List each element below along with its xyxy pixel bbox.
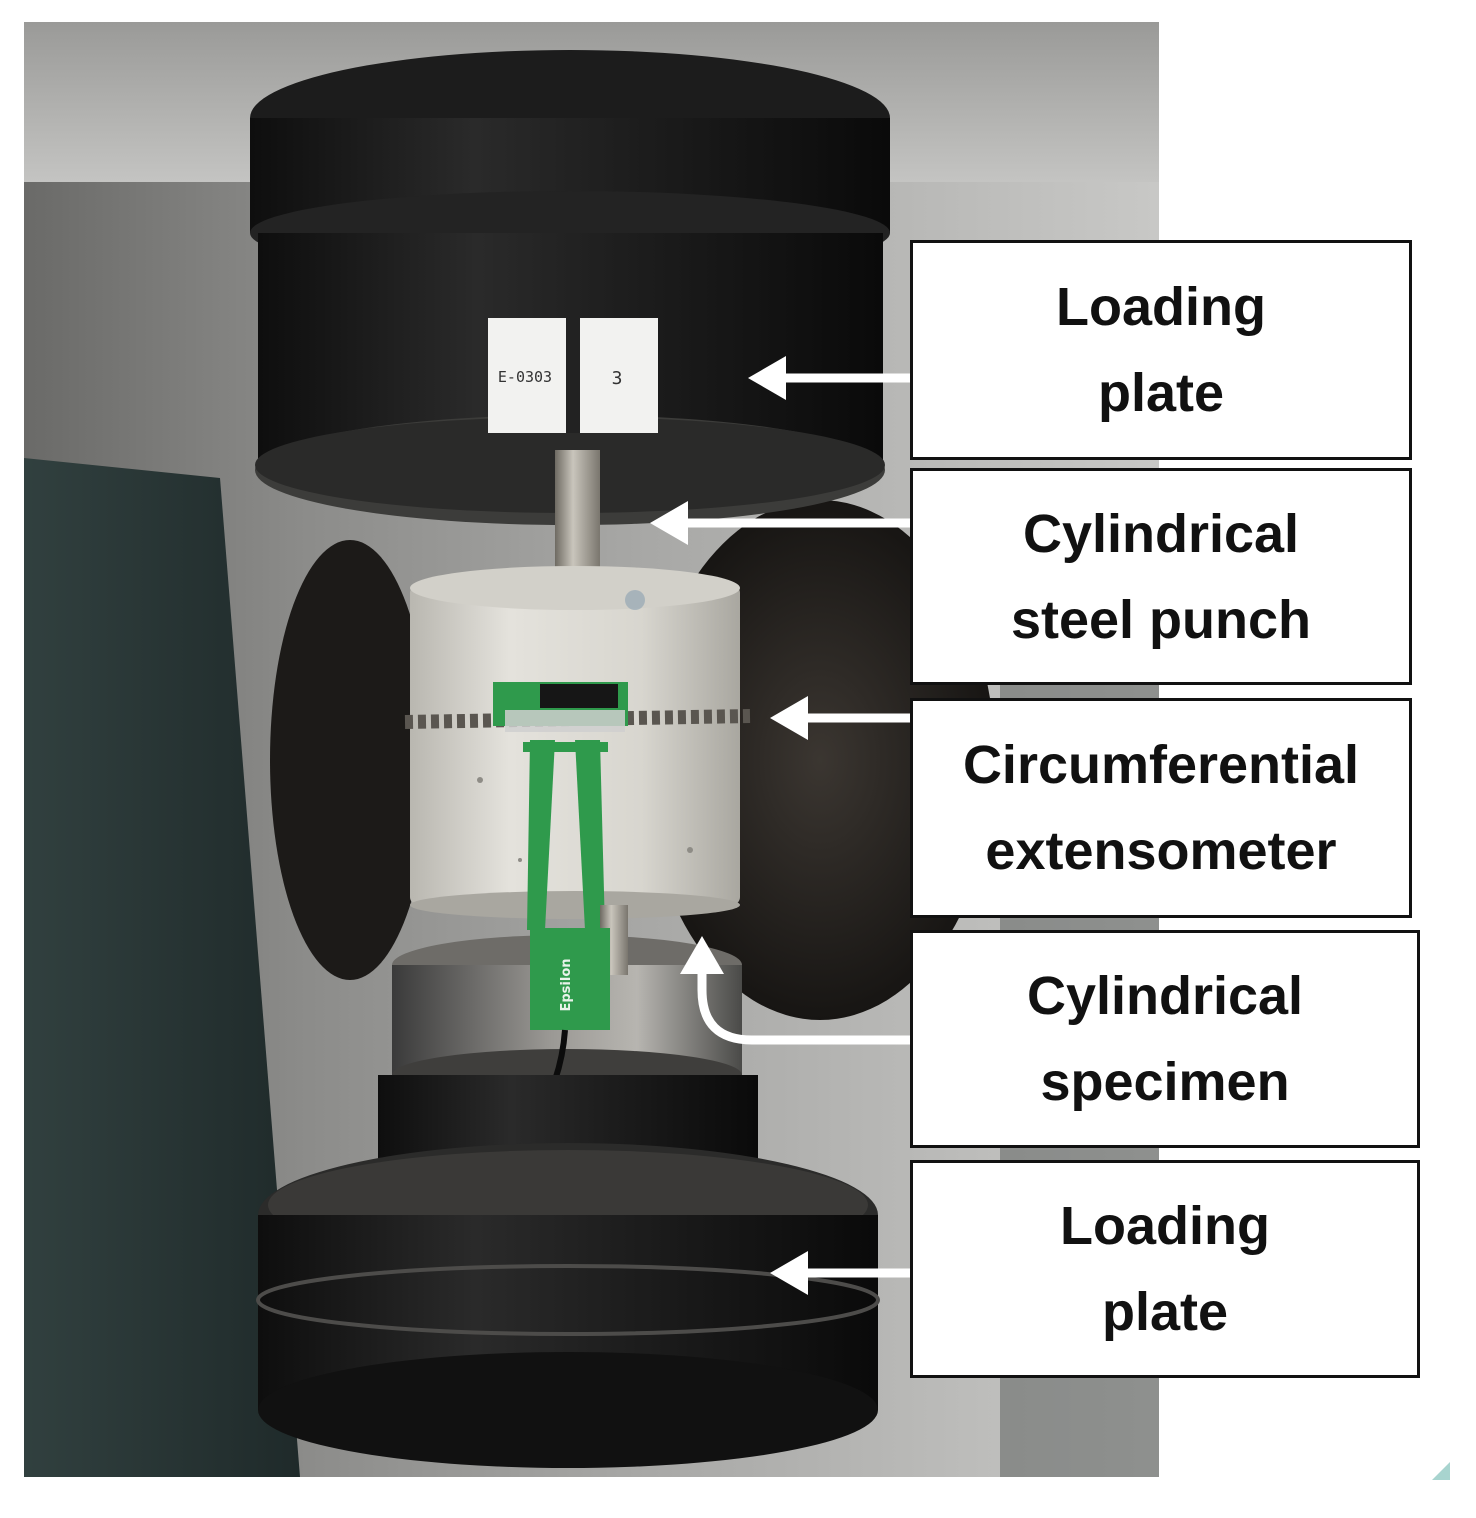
specimen-top-face [410,566,740,610]
cable-bundle-left [270,540,430,980]
label-circumferential-extensometer: Circumferential extensometer [910,698,1412,918]
lower-plate-groove [256,1264,880,1336]
label-cylindrical-specimen: Cylindrical specimen [910,930,1420,1148]
arrow-head-extensometer [770,696,808,740]
label-text: Circumferential extensometer [962,735,1360,881]
extensometer-display [540,684,618,708]
arrow-head-specimen [680,936,724,974]
arrow-head-loading-plate-top [748,356,786,400]
label-loading-plate-bottom: Loading plate [910,1160,1420,1378]
label-loading-plate-top: Loading plate [910,240,1412,460]
arrow-specimen [697,968,910,1045]
label-text: Loading plate [1060,1196,1270,1342]
lower-plate-base [258,1352,878,1468]
specimen-pore [518,858,522,862]
specimen-blue-mark [625,590,645,610]
cabinet-left-panel [24,458,300,1477]
specimen-bottom-edge [410,891,740,919]
corner-mark [1432,1462,1450,1480]
specimen-pore [687,847,693,853]
arrow-head-loading-plate-bottom [770,1251,808,1295]
plate-tag-right-text: 3 [612,368,623,389]
arrow-head-steel-punch [650,501,688,545]
extensometer-arm-right [575,740,605,930]
extensometer-arm-bridge [523,742,608,752]
label-text: Cylindrical specimen [1026,966,1304,1112]
extensometer-arm-left [527,740,555,930]
sensor-brand-text: Epsilon [559,958,574,1011]
pointer-arrows [650,356,910,1295]
extensometer-sensor-body [530,928,610,1030]
extensometer-clamp [505,710,625,732]
label-text: Loading plate [1056,277,1266,423]
specimen-pore [477,777,483,783]
plate-tag-left-text: E-0303 [498,368,552,386]
steel-punch-rod [555,450,600,570]
label-cylindrical-steel-punch: Cylindrical steel punch [910,468,1412,685]
label-text: Cylindrical steel punch [1010,503,1312,650]
plate-tag-divider [566,318,580,433]
